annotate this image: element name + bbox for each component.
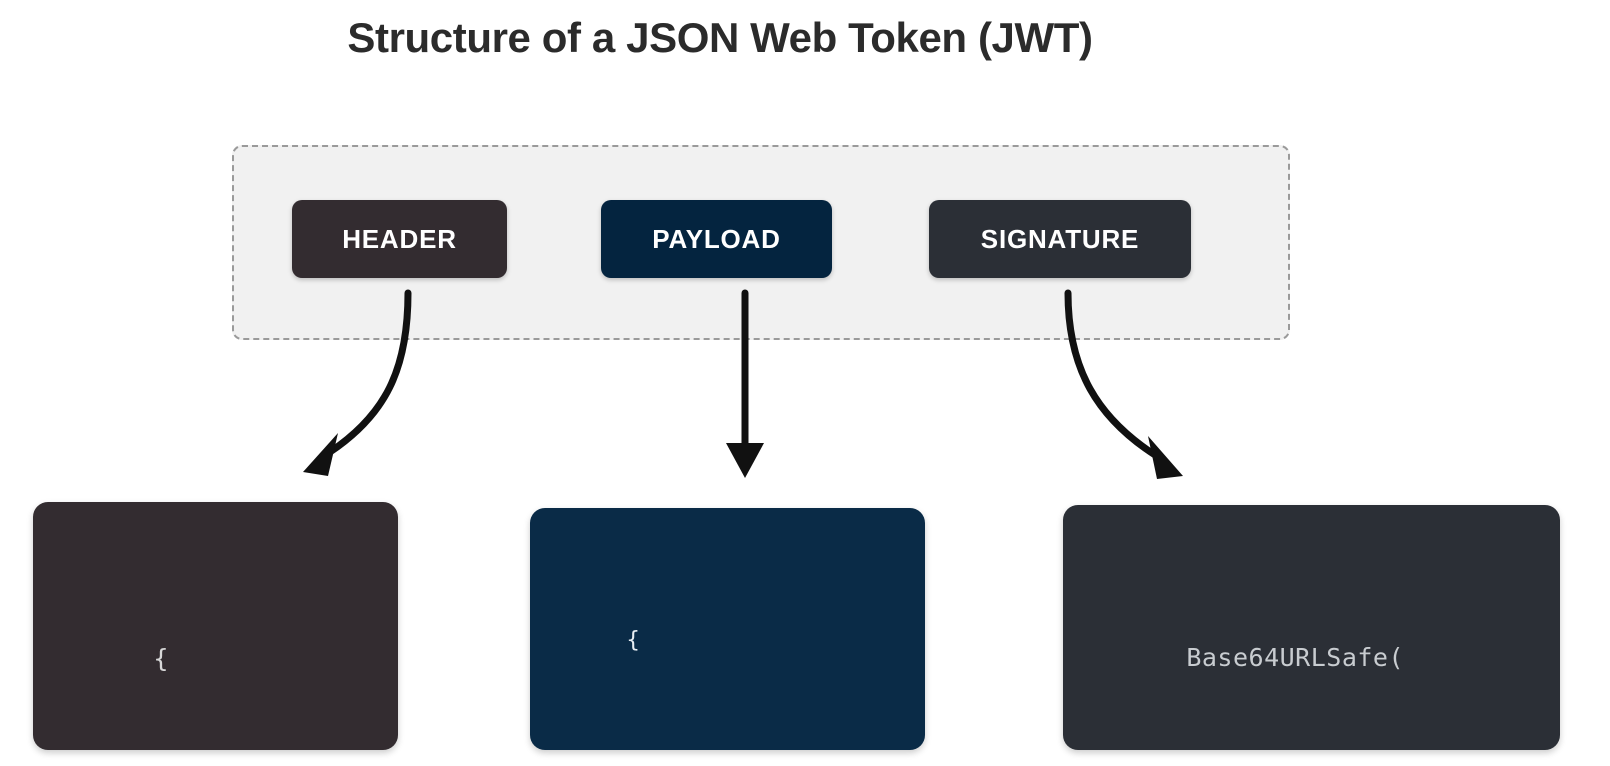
part-button-signature[interactable]: SIGNATURE xyxy=(929,200,1191,278)
arrow-header-head xyxy=(303,433,338,476)
part-button-signature-label: SIGNATURE xyxy=(980,223,1140,254)
header-code-line-1: { xyxy=(153,644,169,673)
header-code-box: { "alg":"HS246", "typ":"JWT" } xyxy=(33,502,398,750)
part-button-payload-label: PAYLOAD xyxy=(652,223,781,254)
arrow-signature-head xyxy=(1148,436,1183,479)
part-button-header[interactable]: HEADER xyxy=(292,200,507,278)
payload-code-box: { "sub": "1234567890", "name": "George W… xyxy=(530,508,925,750)
signature-code-box: Base64URLSafe( HMACSHA256(<header>. <pay… xyxy=(1063,505,1560,750)
page-title: Structure of a JSON Web Token (JWT) xyxy=(347,14,1093,61)
part-button-payload[interactable]: PAYLOAD xyxy=(601,200,832,278)
payload-code-line-1: { xyxy=(626,628,640,653)
part-button-header-label: HEADER xyxy=(342,223,457,254)
signature-code-line-1: Base64URLSafe( xyxy=(1186,643,1405,672)
arrow-payload-head xyxy=(726,443,764,478)
